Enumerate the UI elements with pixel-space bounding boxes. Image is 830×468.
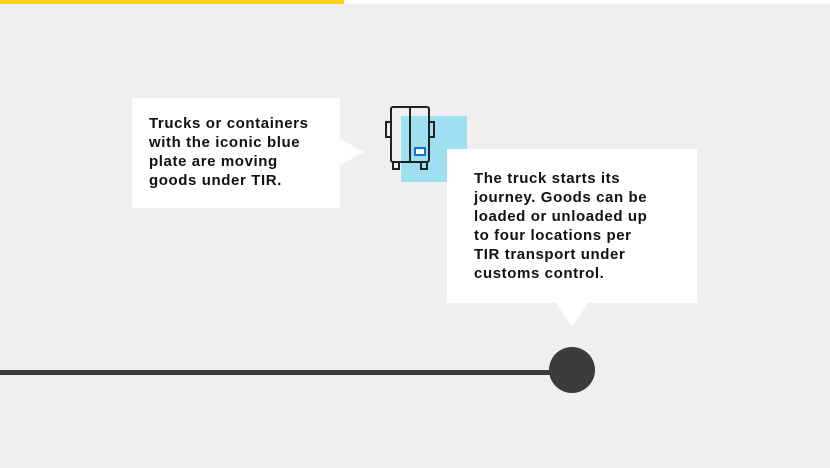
intro-callout-text: Trucks or containers with the iconic blu… (149, 115, 309, 189)
truck-right-mirror (428, 121, 435, 138)
step-callout: The truck starts its journey. Goods can … (447, 149, 697, 327)
intro-callout-pointer (340, 139, 364, 165)
intro-callout: Trucks or containers with the iconic blu… (132, 98, 364, 208)
truck-left-wheel (392, 161, 400, 170)
truck-right-wheel (420, 161, 428, 170)
tir-plate-icon (414, 147, 426, 156)
progress-bar (0, 0, 830, 4)
truck-left-mirror (385, 121, 392, 138)
timeline-current-step[interactable] (549, 347, 595, 393)
progress-fill (0, 0, 345, 4)
timeline-line (0, 370, 560, 375)
step-callout-text: The truck starts its journey. Goods can … (474, 170, 648, 282)
step-callout-pointer (556, 303, 588, 327)
